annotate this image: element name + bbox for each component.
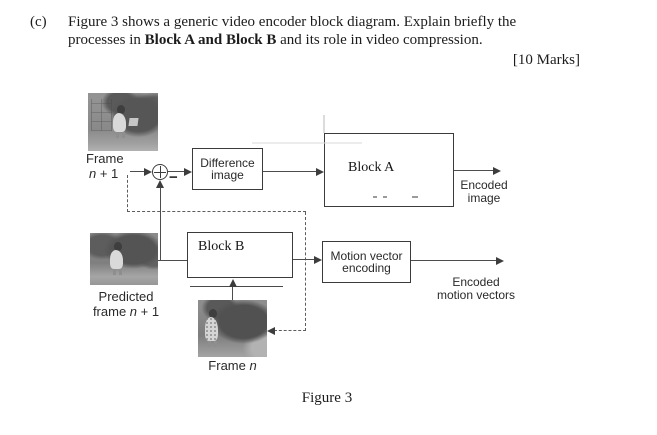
arrowhead-encoded-image [493, 167, 501, 175]
arrowhead-into-blockA [316, 168, 324, 176]
arrowhead-into-adder-bottom [156, 180, 164, 188]
predicted-to-adder-line [160, 187, 161, 261]
question-line-1: Figure 3 shows a generic video encoder b… [68, 14, 517, 30]
frame-n-to-blockB-line [232, 287, 233, 300]
erased-text-artifact [412, 196, 418, 198]
question-line2-bold: Block A and Block B [144, 32, 277, 48]
bag-shape [128, 118, 139, 126]
frame-n1-thumbnail [88, 93, 158, 151]
arrowhead-into-blockB [229, 279, 237, 287]
question-part-label: (c) [30, 14, 47, 30]
mv-out-line [411, 260, 497, 261]
predicted-to-blockB-line [158, 260, 188, 261]
blockB-out-line [293, 259, 315, 260]
arrowhead-encoded-mv [496, 257, 504, 265]
arrowhead-into-frame-n [267, 327, 275, 335]
input-line [130, 171, 145, 172]
erased-text-artifact [383, 196, 387, 198]
question-line2-suffix: and its role in video compression. [276, 32, 483, 48]
predicted-frame-label: Predicted frame n + 1 [92, 289, 160, 319]
figure-caption: Figure 3 [301, 390, 353, 406]
blockA-out-line [454, 170, 494, 171]
dashed-feedback-vertical-right [305, 212, 306, 331]
arrowhead-into-mv-box [314, 256, 322, 264]
erased-text-artifact [373, 196, 377, 198]
person-figure [113, 105, 129, 138]
block-a-label: Block A [348, 160, 395, 175]
question-line-2: processes in Block A and Block B and its… [68, 31, 483, 49]
block-b-box: Block B [187, 232, 293, 278]
adder-out-line [168, 171, 185, 172]
arrowhead-into-difference [184, 168, 192, 176]
person-figure [205, 309, 221, 347]
frame-n1-label: Frame n + 1 [86, 151, 124, 181]
marks-label: [10 Marks] [512, 52, 580, 68]
scan-artifact-line [323, 115, 325, 133]
dashed-feedback-into-frame-n [274, 330, 306, 331]
frame-n-thumbnail [198, 300, 267, 357]
arrowhead-into-adder [144, 168, 152, 176]
scan-artifact-smudge [252, 142, 362, 144]
question-line2-prefix: processes in [68, 32, 145, 48]
trellis-texture [90, 98, 112, 131]
dashed-feedback-vertical-left [127, 175, 128, 212]
predicted-frame-thumbnail [90, 233, 158, 285]
minus-sign: − [169, 169, 178, 186]
summing-junction-icon [152, 164, 168, 180]
block-a-box: Block A [324, 133, 454, 207]
block-b-label: Block B [198, 239, 245, 254]
dashed-feedback-horizontal [127, 211, 306, 212]
difference-to-blockA-line [263, 171, 317, 172]
frame-n-label: Frame n [208, 358, 257, 373]
person-figure [110, 242, 126, 275]
